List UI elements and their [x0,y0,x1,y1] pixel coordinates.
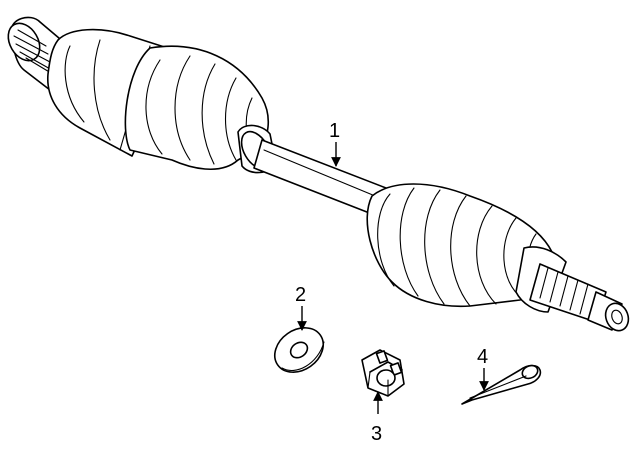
cv-axle-assembly [7,16,630,332]
outboard-stub-shaft [529,263,630,332]
callout-4: 4 [477,346,488,368]
castle-nut [361,349,405,397]
callout-3: 3 [371,423,382,445]
outboard-boot [366,183,555,308]
washer [274,327,325,373]
inboard-boot [124,45,269,171]
cotter-pin [461,364,542,405]
intermediate-shaft [253,139,387,215]
callout-1: 1 [329,120,340,142]
callout-2: 2 [295,284,306,306]
